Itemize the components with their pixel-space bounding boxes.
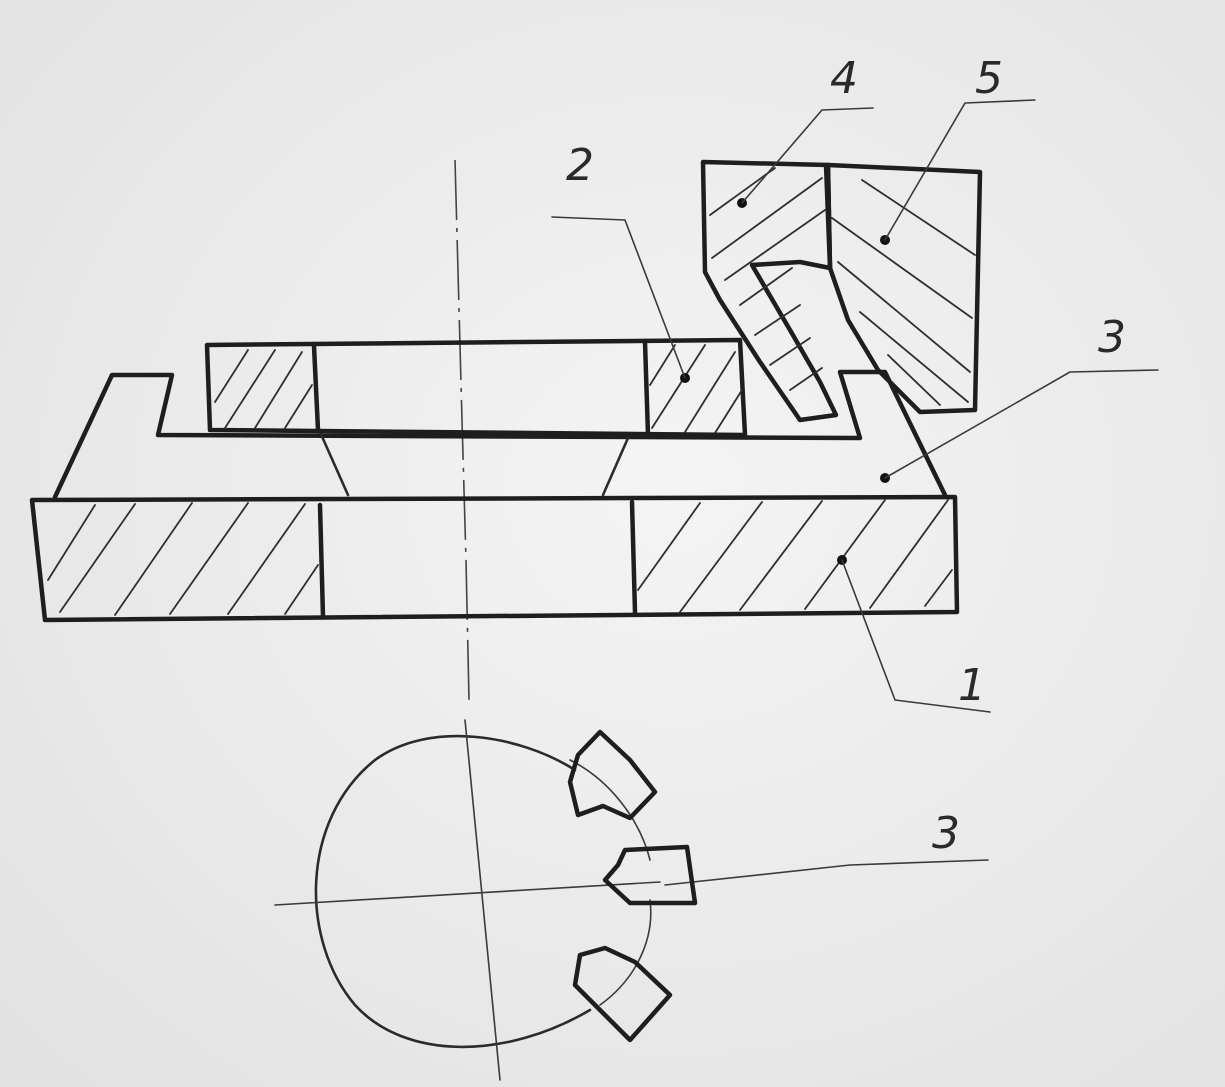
plan-jaw-bottom xyxy=(572,945,673,1043)
hatch-part-5 xyxy=(831,179,976,406)
label-part-1: 1 xyxy=(958,660,986,711)
hatch-part-2-left xyxy=(214,349,313,429)
plan-view xyxy=(274,719,698,1081)
plan-jaw-middle xyxy=(602,844,698,906)
leader-lines xyxy=(551,99,1159,886)
hatch-part-1-left xyxy=(47,502,319,616)
hatch-part-1-right xyxy=(637,499,953,613)
part-labels: 1 2 3 4 5 3 xyxy=(566,53,1126,859)
center-axis xyxy=(454,159,470,701)
label-part-5: 5 xyxy=(975,53,1003,104)
part-5-jaw-insert xyxy=(825,162,983,415)
plan-jaw-top xyxy=(567,729,658,821)
label-part-3-plan: 3 xyxy=(932,808,960,859)
label-part-2: 2 xyxy=(566,140,594,191)
part-1-base-plate xyxy=(29,494,960,623)
label-part-3-side: 3 xyxy=(1098,312,1126,363)
hatch-part-4 xyxy=(709,167,826,391)
part-2-ring xyxy=(204,337,748,438)
hatch-part-2-right xyxy=(649,344,743,434)
label-part-4: 4 xyxy=(830,53,858,104)
